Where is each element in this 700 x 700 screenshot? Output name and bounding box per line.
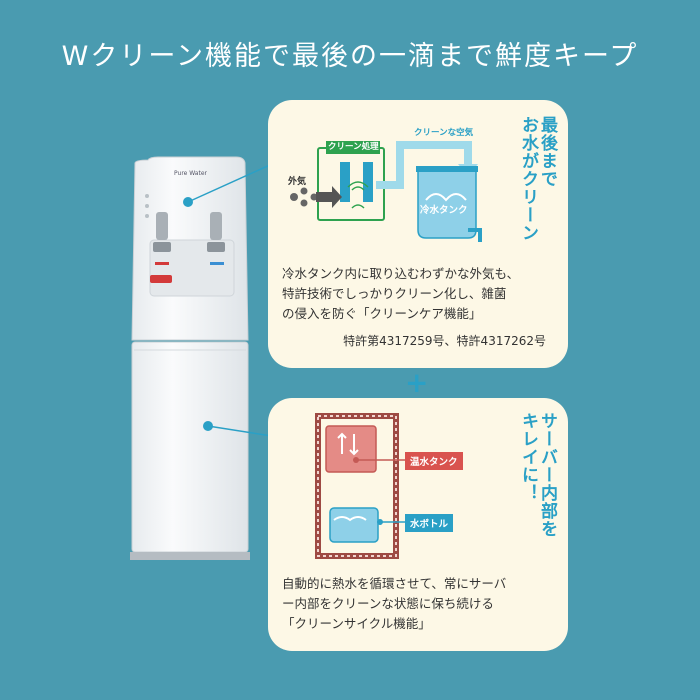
description-line: 特許技術でしっかりクリーン化し、雑菌 <box>282 286 507 301</box>
clean-cycle-card: 温水タンク 水ボトル サーバー内部を キレイに！ 自動的に熱水を循環させて、常に… <box>268 398 568 651</box>
clean-care-card: クリーン処理 クリーンな空気 外気 冷水タンク 最後まで お水がクリーン 冷水タ… <box>268 100 568 368</box>
clean-cycle-title: サーバー内部を キレイに！ <box>518 412 557 538</box>
description-line: 「クリーンサイクル機能」 <box>282 616 431 631</box>
plus-sign: + <box>405 366 429 399</box>
hot-tank-label: 温水タンク <box>405 452 463 470</box>
clean-cycle-diagram <box>315 413 406 559</box>
description-line: ー内部をクリーンな状態に保ち続ける <box>282 596 494 611</box>
outside-air-label: 外気 <box>288 177 307 187</box>
brand-label: Pure Water <box>174 170 207 177</box>
clean-air-label: クリーンな空気 <box>414 128 474 138</box>
clean-process-label: クリーン処理 <box>328 142 379 152</box>
headline: Wクリーン機能で最後の一滴まで鮮度キープ <box>61 41 639 72</box>
water-bottle-label: 水ボトル <box>405 514 454 532</box>
clean-cycle-description: 自動的に熱水を循環させて、常にサーバ ー内部をクリーンな状態に保ち続ける 「クリ… <box>282 574 562 634</box>
patent-numbers: 特許第4317259号、特許4317262号 <box>343 334 546 348</box>
clean-care-diagram <box>290 141 482 242</box>
cold-tank-label: 冷水タンク <box>420 205 468 216</box>
clean-care-description: 冷水タンク内に取り込むわずかな外気も、 特許技術でしっかりクリーン化し、雑菌 の… <box>282 264 562 324</box>
clean-care-title: 最後まで お水がクリーン <box>518 116 557 242</box>
description-line: の侵入を防ぐ「クリーンケア機能」 <box>282 306 482 321</box>
description-line: 冷水タンク内に取り込むわずかな外気も、 <box>282 266 520 281</box>
description-line: 自動的に熱水を循環させて、常にサーバ <box>282 576 507 591</box>
